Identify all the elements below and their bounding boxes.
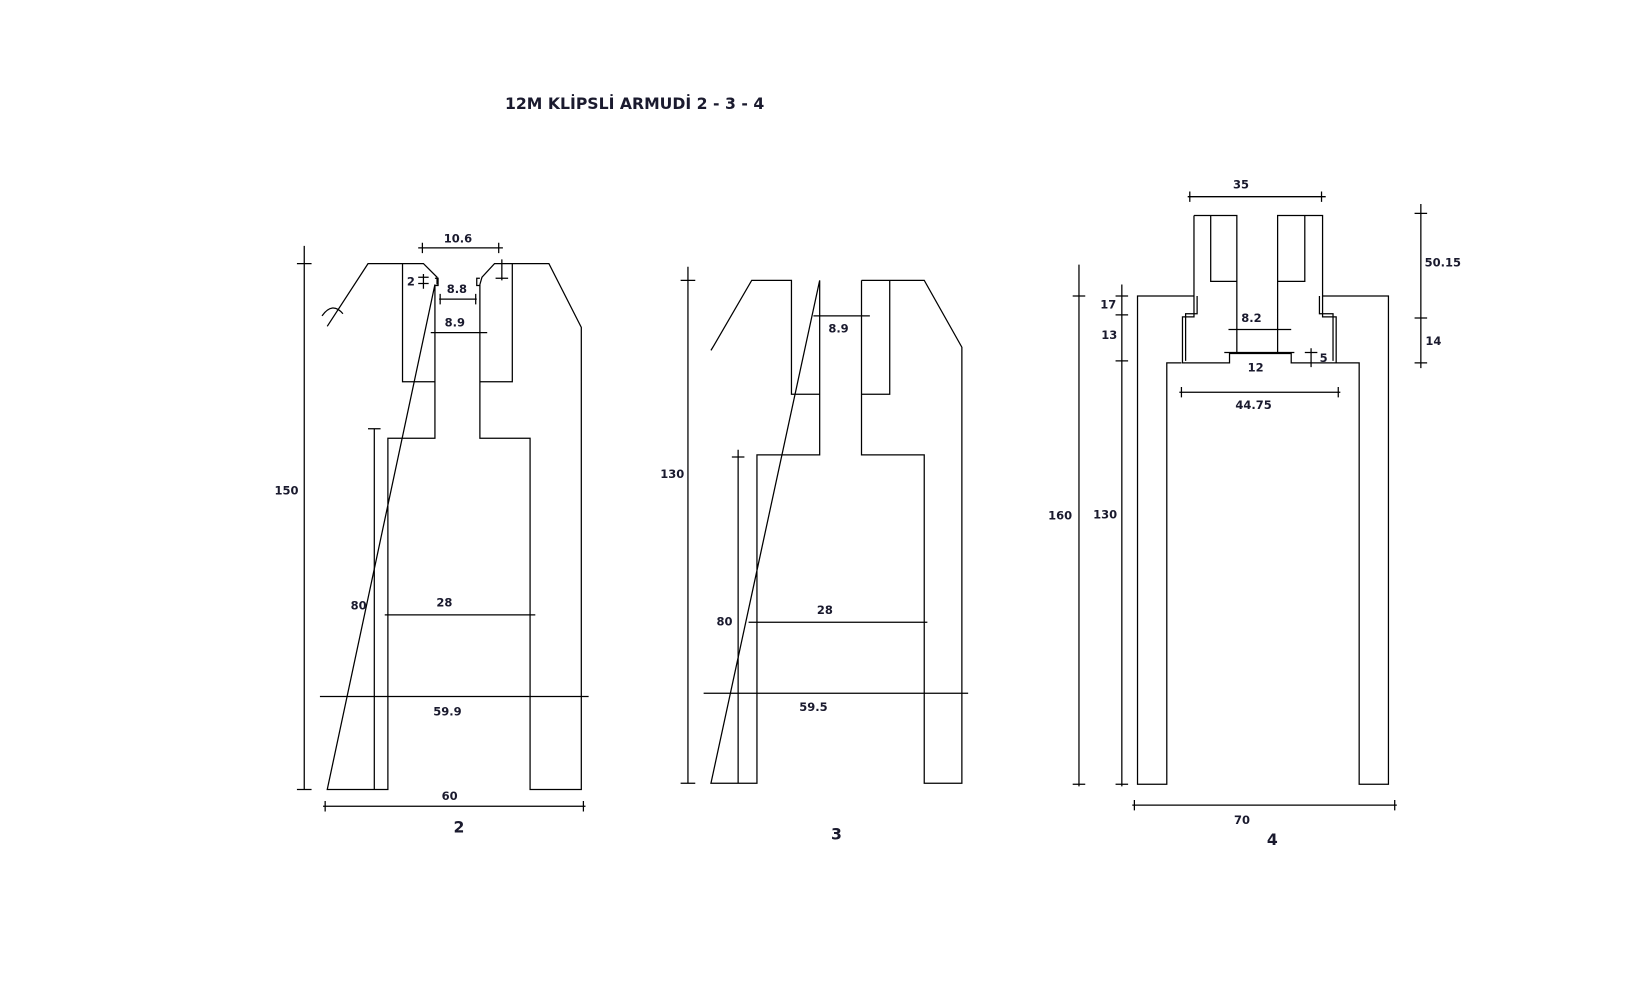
dim-8-9: 8.9 xyxy=(828,322,848,336)
figure-4-clip xyxy=(1181,214,1337,364)
dim-13: 13 xyxy=(1101,328,1117,342)
dim-8-9: 8.9 xyxy=(445,315,465,329)
figure-4: 35 50.15 14 17 13 160 130 8.2 12 5 44.75… xyxy=(1048,177,1461,849)
dim-8-2: 8.2 xyxy=(1241,311,1261,325)
dim-59-5: 59.5 xyxy=(799,700,827,714)
dim-12: 12 xyxy=(1248,360,1264,374)
dim-10-6: 10.6 xyxy=(444,232,472,246)
dim-160: 160 xyxy=(1048,509,1072,523)
dim-35: 35 xyxy=(1233,177,1249,191)
figure-2-dimensions xyxy=(296,242,589,812)
figure-2-label: 2 xyxy=(454,817,465,836)
dim-17: 17 xyxy=(1100,298,1116,312)
figure-3-outline xyxy=(710,279,963,784)
figure-3-dimensions xyxy=(680,266,969,784)
figure-4-outer xyxy=(1136,295,1390,785)
figure-4-label: 4 xyxy=(1267,830,1278,849)
dim-14: 14 xyxy=(1425,334,1441,348)
dim-28: 28 xyxy=(436,596,452,610)
drawing-title: 12M KLİPSLİ ARMUDİ 2 - 3 - 4 xyxy=(505,94,764,113)
figure-2-outline xyxy=(326,262,582,791)
dim-80: 80 xyxy=(351,599,367,613)
dim-59-9: 59.9 xyxy=(433,704,461,718)
dim-80: 80 xyxy=(717,614,733,628)
dim-130: 130 xyxy=(1093,508,1117,522)
figure-3: 130 80 28 59.5 8.9 3 xyxy=(660,266,969,844)
figure-2: 150 80 28 59.9 60 10.6 2 8.8 8.9 2 xyxy=(274,232,589,836)
dim-44-75: 44.75 xyxy=(1235,398,1271,412)
dim-70: 70 xyxy=(1234,813,1250,827)
figure-4-dimensions xyxy=(1072,191,1428,811)
dim-2: 2 xyxy=(407,275,415,289)
dim-50-15: 50.15 xyxy=(1425,256,1461,270)
corner-arc xyxy=(321,307,344,317)
dim-130: 130 xyxy=(660,467,684,481)
dim-8-8: 8.8 xyxy=(447,282,467,296)
dim-60: 60 xyxy=(442,789,458,803)
dim-150: 150 xyxy=(274,484,298,498)
dim-28: 28 xyxy=(817,603,833,617)
figure-3-label: 3 xyxy=(831,825,842,844)
dim-5: 5 xyxy=(1320,351,1328,365)
